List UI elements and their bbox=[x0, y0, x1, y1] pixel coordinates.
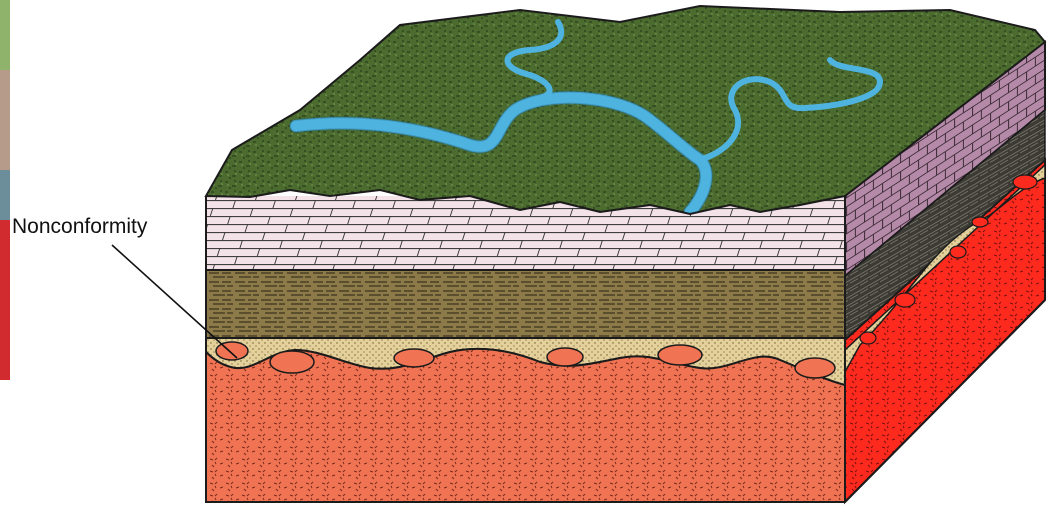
nonconformity-label: Nonconformity bbox=[12, 215, 148, 238]
shale-layer bbox=[206, 270, 845, 338]
left-edge-strip bbox=[0, 0, 10, 380]
front-face bbox=[206, 190, 845, 502]
